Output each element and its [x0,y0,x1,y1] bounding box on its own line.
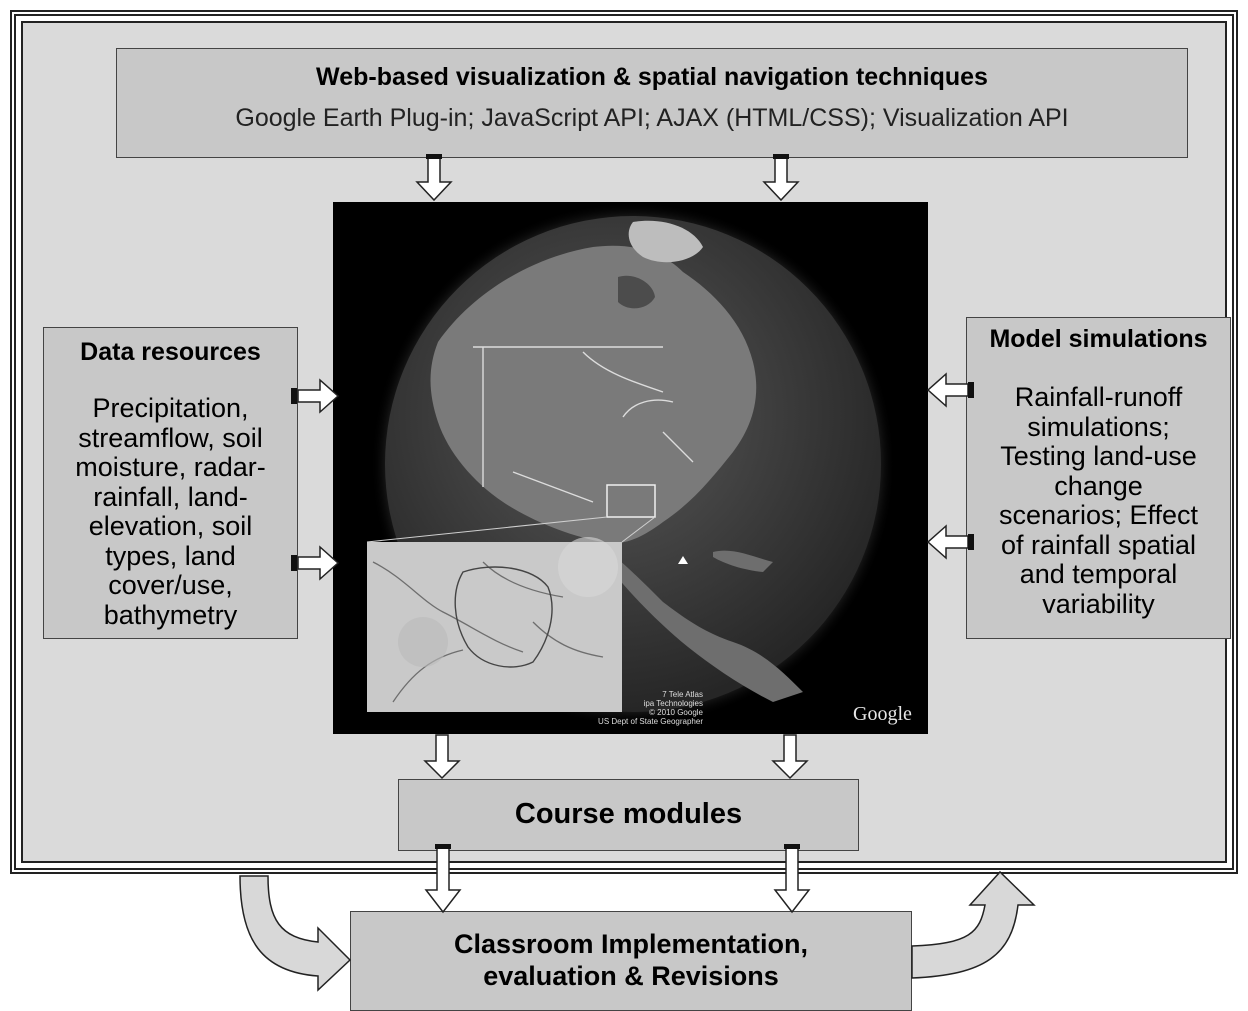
data-resources-line: cover/use, [108,570,233,600]
caribbean-islands [713,550,773,572]
greenland-landmass [628,220,703,263]
classroom-title-line: Classroom Implementation, [453,929,809,959]
arrow-tail-marker [968,382,974,398]
arrow-tail-marker [291,388,297,404]
inset-watershed-boundary [454,566,553,668]
model-simulations-line: simulations; [1027,411,1170,442]
model-simulations-line: scenarios; Effect [998,500,1199,530]
arrow-down-to-course-modules [771,734,809,780]
model-simulations-line: variability [1042,588,1155,619]
map-credits: 7 Tele Atlas ipa Technologies © 2010 Goo… [573,690,703,726]
model-simulations-box: Model simulations Rainfall-runoff simula… [966,317,1231,639]
data-resources-title: Data resources [80,338,261,366]
data-resources-line: moisture, radar- [75,452,266,482]
zoom-connector-line [366,516,608,543]
arrow-tail-marker [291,555,297,571]
visualization-techniques-title: Web-based visualization & spatial naviga… [316,63,988,91]
inset-river-network [372,561,604,703]
data-resources-line: rainfall, land- [93,481,248,512]
hudson-bay [618,275,655,309]
classroom-implementation-title: Classroom Implementation, evaluation & R… [351,928,911,992]
google-logo: Google [853,703,912,725]
zoom-connector-line [621,516,656,543]
country-borders [473,346,694,503]
model-simulations-line: Rainfall-runoff [1014,382,1183,412]
arrow-tail-marker [435,844,451,849]
data-resources-line: streamflow, soil [78,422,263,453]
model-simulations-line: and temporal [1019,559,1178,589]
arrow-down-to-course-modules [423,734,461,780]
globe-illustration: Google [366,202,912,726]
model-simulations-body: Rainfall-runoff simulations; Testing lan… [975,382,1222,619]
feedback-arrow-out-of-classroom [911,870,1036,979]
placemark-icon [678,556,688,564]
north-america-landmass [430,245,757,544]
arrow-down-to-classroom [773,845,811,914]
model-simulations-line: of rainfall spatial [1000,529,1197,560]
central-america-landmass [603,547,803,702]
course-modules-title: Course modules [514,798,743,830]
data-resources-body: Precipitation, streamflow, soil moisture… [52,393,289,630]
data-resources-line: Precipitation, [92,393,249,423]
arrow-left-to-globe [926,524,969,560]
model-simulations-title: Model simulations [989,325,1208,353]
data-resources-line: elevation, soil [88,511,253,541]
data-resources-line: types, land [105,540,236,571]
inset-terrain-feature [558,537,618,597]
data-resources-box: Data resources Precipitation, streamflow… [43,327,298,639]
map-credit-line: 7 Tele Atlas [662,690,703,699]
arrow-right-to-globe [297,378,340,414]
zoom-region-marker [606,484,656,518]
model-simulations-line: change [1054,470,1143,501]
map-credit-line: ipa Technologies [643,699,703,708]
arrow-down-to-globe [415,157,453,202]
course-modules-box: Course modules [398,779,859,851]
arrow-tail-marker [773,154,789,159]
inset-terrain-feature [398,617,448,667]
feedback-arrow-into-classroom [239,875,352,992]
map-credit-line: US Dept of State Geographer [598,717,703,726]
model-simulations-line: Testing land-use [1000,441,1197,471]
arrow-left-to-globe [926,372,969,408]
arrow-right-to-globe [297,545,340,581]
map-credit-line: © 2010 Google [649,708,703,717]
data-resources-line: bathymetry [103,599,238,630]
arrow-down-to-classroom [424,845,462,914]
globe-map-image: Google 7 Tele Atlas ipa Technologies © 2… [333,202,928,734]
visualization-techniques-list: Google Earth Plug-in; JavaScript API; AJ… [235,104,1069,132]
arrow-tail-marker [968,534,974,550]
visualization-techniques-box: Web-based visualization & spatial naviga… [116,48,1188,158]
classroom-title-line: evaluation & Revisions [483,961,779,991]
arrow-tail-marker [784,844,800,849]
arrow-tail-marker [426,154,442,159]
arrow-down-to-globe [762,157,800,202]
